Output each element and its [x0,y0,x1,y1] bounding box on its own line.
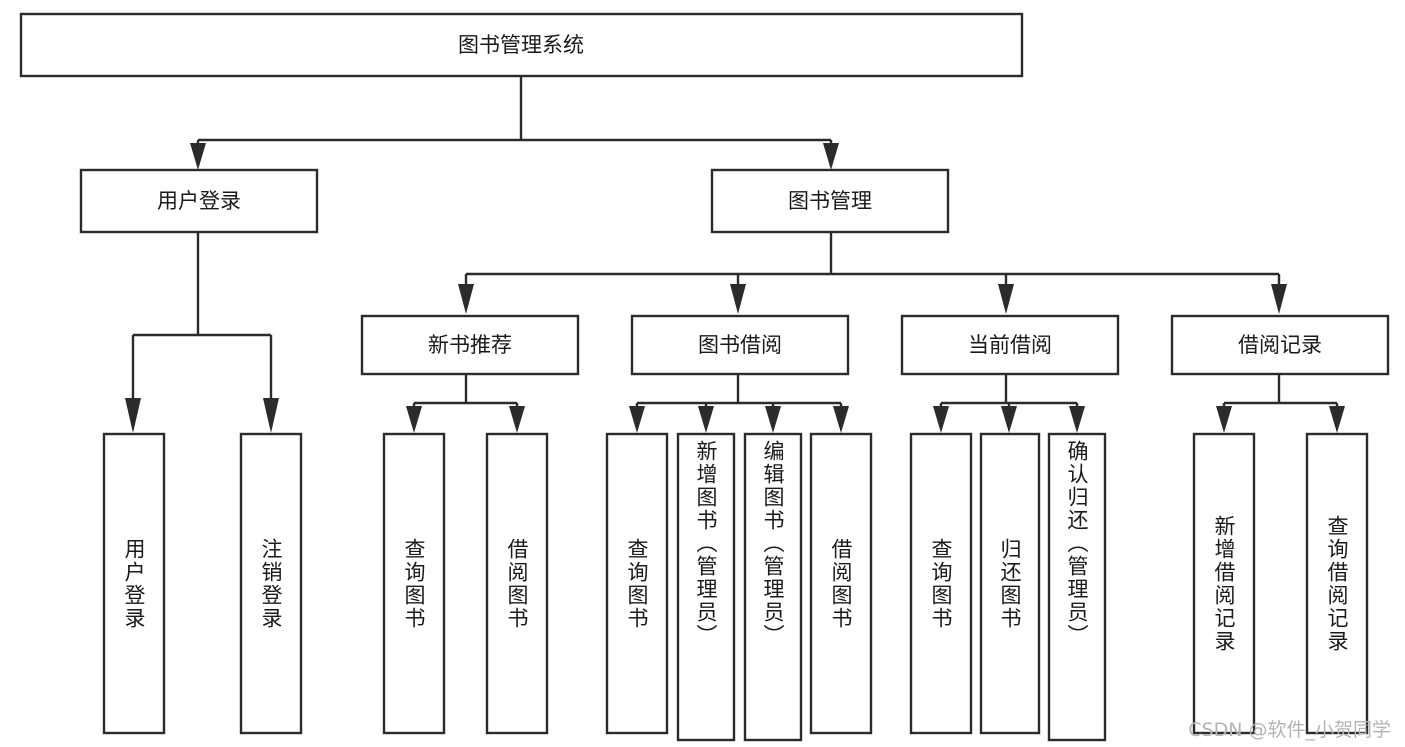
arrow-head-leaf-confirm-return [1069,406,1085,433]
leaf-query-book-3-box[interactable] [909,432,973,735]
arrow-head-leaf-query-record [1329,406,1345,433]
node-book-management-label: 图书管理 [788,189,872,213]
arrow-head-leaf-borrow-book-1 [509,406,525,433]
node-book-borrow-box[interactable] [630,314,850,376]
node-book-management[interactable]: 图书管理 [710,168,950,234]
arrow-head-leaf-edit-book [765,406,781,433]
arrow-head-book-borrow [730,284,746,314]
arrow-head-new-book-recommend [458,284,474,314]
node-current-borrow-label: 当前借阅 [968,333,1052,357]
leaf-query-book-2-box[interactable] [605,432,669,735]
node-borrow-record-box[interactable] [1170,314,1390,376]
arrow-head-leaf-add-book [698,406,714,433]
leaf-query-record-box[interactable] [1305,432,1369,735]
arrow-head-leaf-borrow-book-2 [833,406,849,433]
leaf-add-record-box[interactable] [1192,432,1256,735]
arrow-head-leaf-logout-login [263,398,279,433]
leaf-user-login-box[interactable] [102,432,166,735]
arrow-head-leaf-user-login [125,398,141,433]
node-new-book-recommend-box[interactable] [360,314,580,376]
leaf-query-book-1-box[interactable] [382,432,446,735]
leaf-logout-login-box[interactable] [239,432,303,735]
node-root-label: 图书管理系统 [458,33,584,57]
leaf-boxes-layer [102,432,1369,742]
leaf-borrow-book-2-box[interactable] [809,432,873,735]
leaf-borrow-book-1-box[interactable] [485,432,549,735]
node-user-login-box[interactable] [79,168,319,234]
node-current-borrow[interactable]: 当前借阅 [900,314,1120,376]
arrow-head-current-borrow [998,284,1014,314]
node-root[interactable]: 图书管理系统 [19,12,1024,78]
node-book-management-box[interactable] [710,168,950,234]
leaf-edit-book-box[interactable] [743,432,803,742]
leaf-add-book-box[interactable] [676,432,736,742]
node-new-book-recommend-label: 新书推荐 [428,333,512,357]
arrow-head-leaf-return-book [1001,406,1017,433]
node-new-book-recommend[interactable]: 新书推荐 [360,314,580,376]
node-borrow-record[interactable]: 借阅记录 [1170,314,1390,376]
arrow-head-user-login [190,143,206,170]
node-user-login-label: 用户登录 [157,189,241,213]
node-book-borrow-label: 图书借阅 [698,333,782,357]
arrow-head-leaf-query-book-1 [406,406,422,433]
arrow-head-leaf-query-book-3 [933,406,949,433]
node-current-borrow-box[interactable] [900,314,1120,376]
node-root-box[interactable] [19,12,1024,78]
leaf-return-book-box[interactable] [979,432,1041,735]
leaf-confirm-return-box[interactable] [1047,432,1107,742]
arrow-head-leaf-add-record [1216,406,1232,433]
node-borrow-record-label: 借阅记录 [1238,333,1322,357]
arrow-head-leaf-query-book-2 [629,406,645,433]
node-user-login[interactable]: 用户登录 [79,168,319,234]
arrow-head-book-management [823,143,839,170]
node-book-borrow[interactable]: 图书借阅 [630,314,850,376]
connector-layer [125,76,1345,433]
arrow-head-borrow-record [1271,284,1287,314]
